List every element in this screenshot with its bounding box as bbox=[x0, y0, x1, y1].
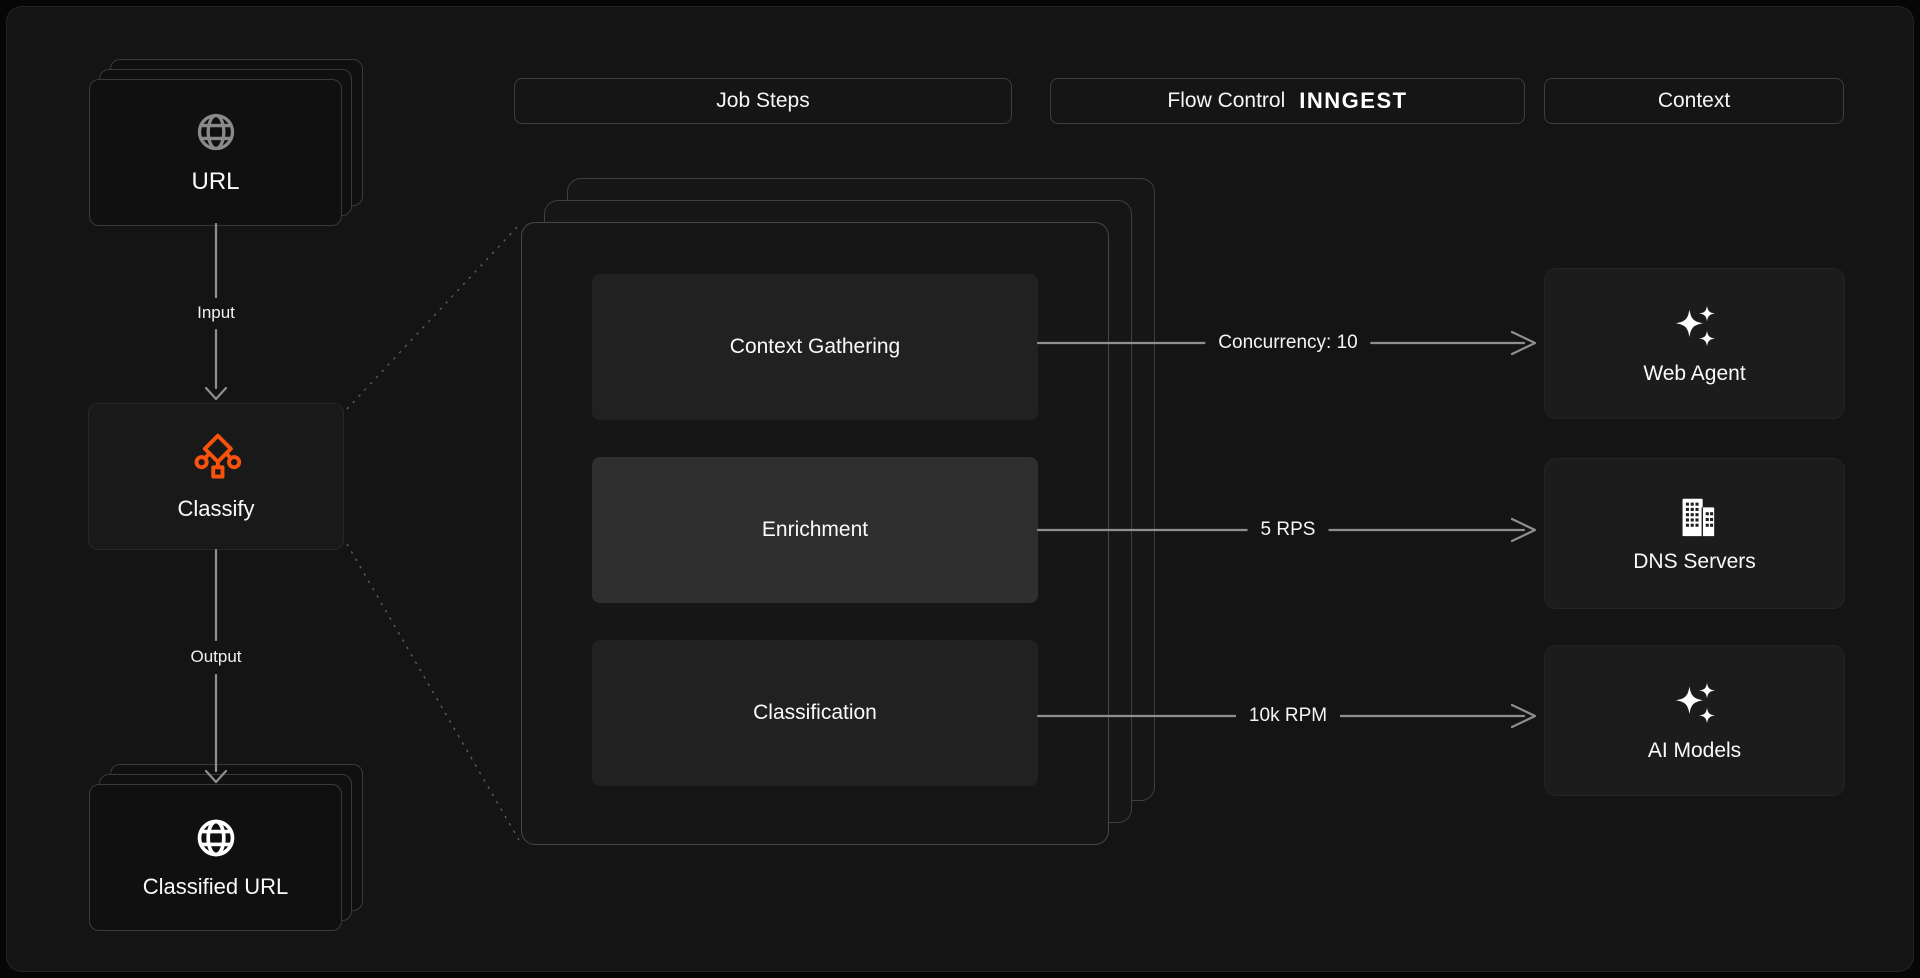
web-agent-label: Web Agent bbox=[1643, 361, 1746, 385]
step-classification: Classification bbox=[592, 640, 1038, 786]
url-card: URL bbox=[89, 79, 342, 226]
header-flow-control-label: Flow Control bbox=[1167, 89, 1286, 112]
context-card-web-agent: Web Agent bbox=[1544, 268, 1845, 419]
branch-icon bbox=[194, 433, 242, 479]
flow-control-concurrency-label: Concurrency: 10 bbox=[1205, 328, 1371, 358]
ai-models-label: AI Models bbox=[1647, 738, 1742, 762]
globe-icon bbox=[197, 113, 234, 150]
diagram-canvas: Job Steps Flow Control INNGEST Context U… bbox=[6, 6, 1914, 972]
dns-servers-label: DNS Servers bbox=[1633, 549, 1756, 573]
input-arrow-label: Input bbox=[197, 303, 235, 322]
url-card-stack: URL bbox=[89, 59, 366, 228]
classified-url-card-stack: Classified URL bbox=[89, 764, 366, 933]
header-context-label: Context bbox=[1657, 89, 1731, 112]
flow-control-rpm-label: 10k RPM bbox=[1235, 701, 1341, 731]
url-card-label: URL bbox=[191, 167, 240, 195]
step-context-gathering: Context Gathering bbox=[592, 274, 1038, 420]
classify-card-label: Classify bbox=[177, 495, 255, 521]
globe-icon bbox=[197, 819, 234, 856]
step-context-gathering-label: Context Gathering bbox=[729, 335, 901, 358]
sparkles-icon bbox=[1675, 305, 1715, 346]
building-icon bbox=[1682, 498, 1714, 536]
context-card-ai-models: AI Models bbox=[1544, 645, 1845, 796]
classified-url-card: Classified URL bbox=[89, 784, 342, 931]
classified-url-card-label: Classified URL bbox=[142, 873, 289, 899]
context-card-dns-servers: DNS Servers bbox=[1544, 458, 1845, 609]
step-enrichment-label: Enrichment bbox=[761, 518, 869, 541]
classify-card: Classify bbox=[88, 403, 344, 550]
header-job-steps-label: Job Steps bbox=[716, 89, 810, 112]
step-classification-label: Classification bbox=[753, 701, 877, 724]
output-arrow-label: Output bbox=[190, 647, 242, 666]
sparkles-icon bbox=[1675, 682, 1715, 723]
header-context: Context bbox=[1544, 78, 1844, 124]
flow-control-rps-label: 5 RPS bbox=[1247, 515, 1329, 545]
header-flow-control: Flow Control INNGEST bbox=[1050, 78, 1525, 124]
inngest-logo: INNGEST bbox=[1299, 88, 1408, 113]
step-enrichment: Enrichment bbox=[592, 457, 1038, 603]
header-job-steps: Job Steps bbox=[514, 78, 1012, 124]
